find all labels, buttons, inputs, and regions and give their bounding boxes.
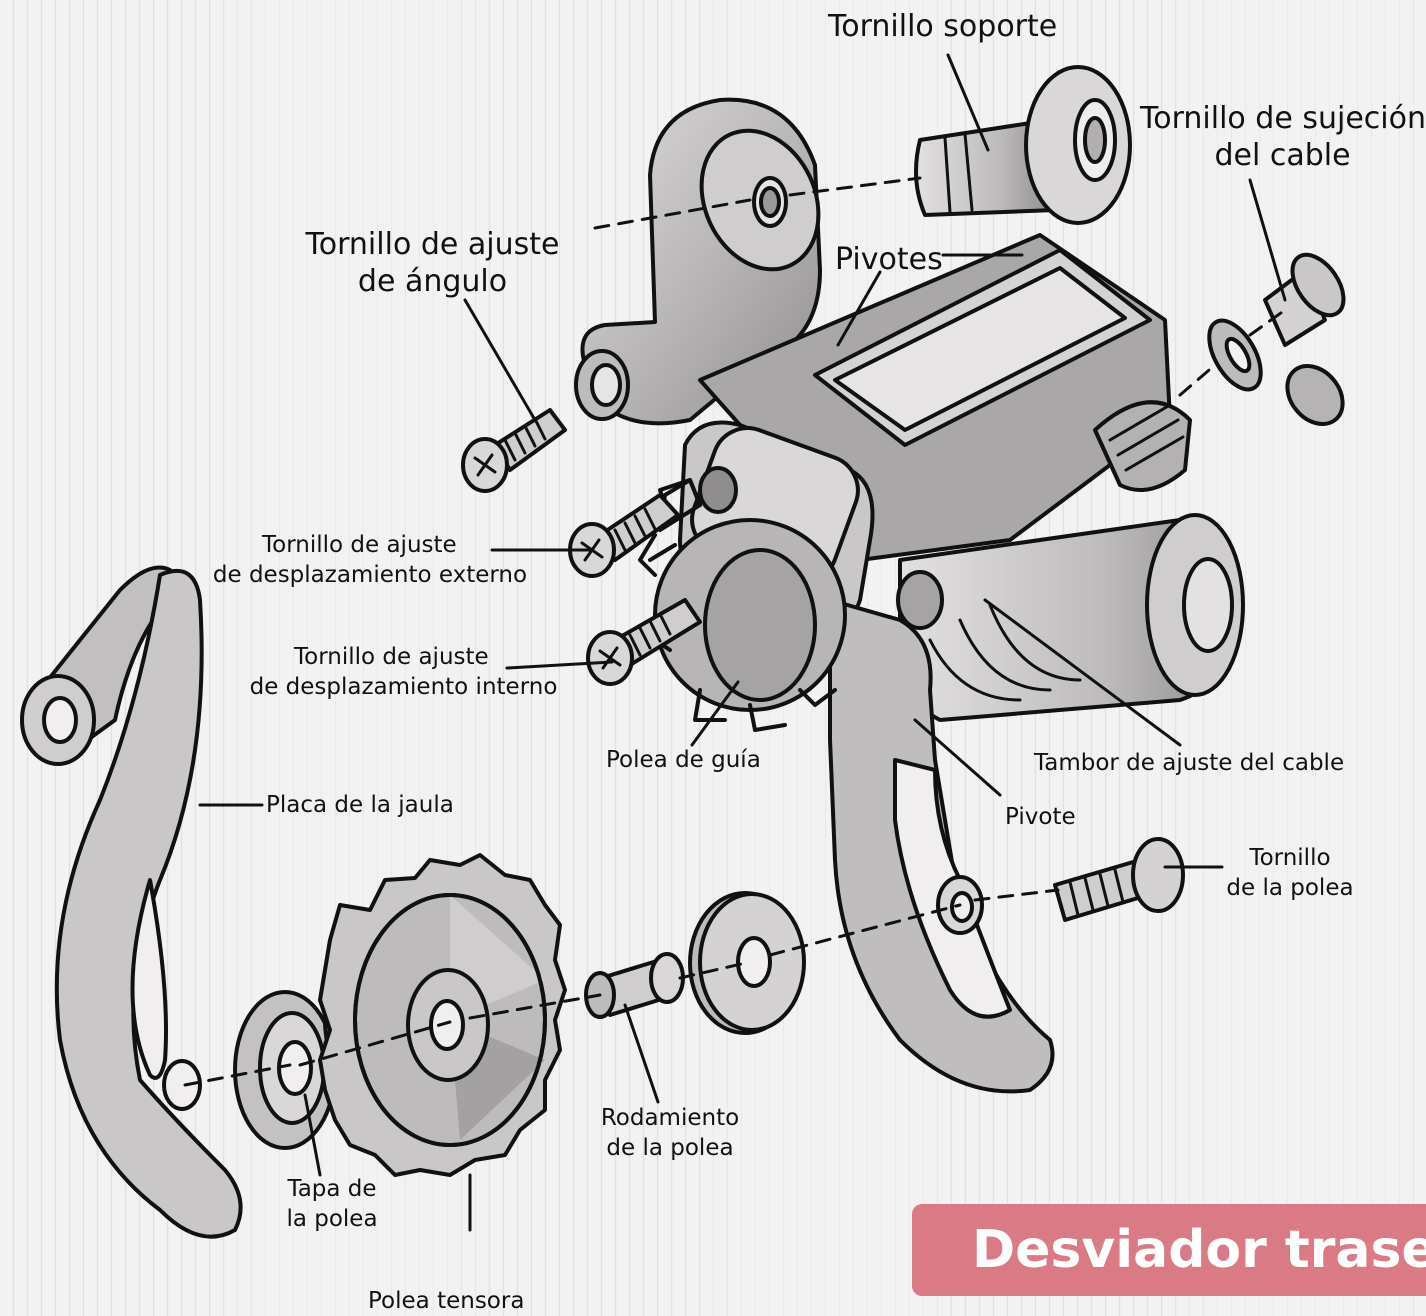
- label-pivotes: Pivotes: [835, 242, 943, 277]
- label-tornillo-angulo: Tornillo de ajuste de ángulo: [305, 226, 560, 300]
- label-desplazamiento-interno: Tornillo de ajuste de desplazamiento int…: [236, 642, 571, 702]
- guide-pulley: [638, 478, 847, 732]
- label-polea-tensora: Polea tensora: [368, 1288, 525, 1314]
- angle-screw: [461, 408, 567, 493]
- outer-cage-plate: [20, 565, 243, 1239]
- label-tornillo-polea: Tornillo de la polea: [1220, 843, 1360, 903]
- label-placa-jaula: Placa de la jaula: [266, 792, 454, 818]
- page-title: Desviador trasero: [972, 1220, 1426, 1280]
- label-tornillo-angulo-line1: Tornillo de ajuste: [305, 227, 560, 262]
- label-rodamiento-line2: de la polea: [606, 1135, 734, 1161]
- assembly-lines: [183, 176, 1287, 1087]
- label-rodamiento: Rodamiento de la polea: [590, 1103, 750, 1163]
- label-rodamiento-line1: Rodamiento: [600, 1105, 740, 1131]
- pulley-washer: [688, 891, 806, 1035]
- label-tornillo-sujecion-line2: del cable: [1214, 138, 1351, 173]
- label-externo-line2: de desplazamiento externo: [212, 562, 528, 588]
- label-interno-line1: Tornillo de ajuste: [294, 644, 489, 670]
- mounting-bracket: [574, 97, 822, 426]
- label-polea-guia: Polea de guía: [606, 747, 761, 773]
- label-tapa-line1: Tapa de: [287, 1176, 377, 1202]
- label-desplazamiento-externo: Tornillo de ajuste de desplazamiento ext…: [200, 530, 540, 590]
- label-tapa-line2: la polea: [286, 1206, 378, 1232]
- label-interno-line2: de desplazamiento interno: [249, 674, 558, 700]
- label-pivote: Pivote: [1005, 804, 1076, 830]
- mounting-bolt: [914, 65, 1132, 225]
- label-tornillo-sujecion: Tornillo de sujeción del cable: [1140, 100, 1426, 174]
- inner-limit-screw: [586, 598, 702, 686]
- label-tapa-polea: Tapa de la polea: [272, 1174, 392, 1234]
- inner-cage-plate: [828, 598, 1055, 1094]
- label-externo-line1: Tornillo de ajuste: [262, 532, 457, 558]
- outer-limit-screw: [568, 493, 680, 578]
- label-tambor: Tambor de ajuste del cable: [1034, 750, 1345, 776]
- label-tornillo-polea-line1: Tornillo: [1249, 845, 1331, 871]
- tension-pulley: [318, 853, 567, 1177]
- leader-lines: [198, 53, 1287, 1232]
- title-banner: Desviador trasero: [912, 1204, 1426, 1296]
- label-tornillo-angulo-line2: de ángulo: [357, 264, 508, 299]
- pulley-bearing: [584, 952, 685, 1019]
- cable-clamp-parts: [1207, 252, 1346, 426]
- label-tornillo-polea-line2: de la polea: [1226, 875, 1354, 901]
- label-tornillo-soporte: Tornillo soporte: [828, 9, 1058, 44]
- pulley-bolt: [1053, 837, 1185, 922]
- label-tornillo-sujecion-line1: Tornillo de sujeción: [1140, 101, 1426, 136]
